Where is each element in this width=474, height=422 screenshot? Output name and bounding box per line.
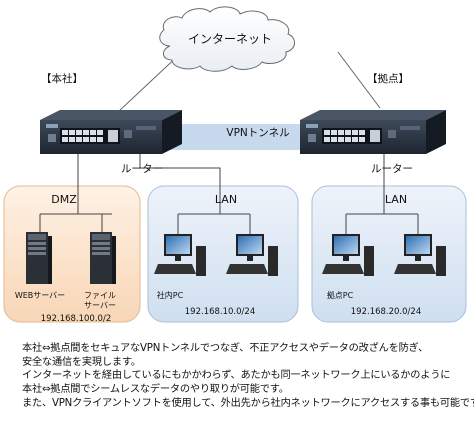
dmz-title: DMZ bbox=[51, 193, 77, 206]
description-caption: 本社⇔拠点間をセキュアなVPNトンネルでつなぎ、不正アクセスやデータの改ざんを防… bbox=[22, 342, 474, 411]
caption-line-5: また、VPNクライアントソフトを使用して、外出先から社内ネットワークにアクセスす… bbox=[22, 397, 474, 409]
hq-router bbox=[40, 110, 182, 154]
hq-pc-1 bbox=[154, 234, 206, 276]
network-diagram: インターネット 【本社】 【拠点】 VPNトンネル ルーター ルーター DMZ … bbox=[3, 6, 467, 324]
internet-label: インターネット bbox=[188, 32, 272, 46]
lan-hq-title: LAN bbox=[215, 193, 237, 206]
hq-pc-label: 社内PC bbox=[157, 290, 184, 300]
dmz-zone bbox=[3, 185, 141, 323]
branch-router bbox=[300, 110, 446, 154]
branch-pc-2 bbox=[394, 234, 446, 276]
caption-line-2: 安全な通信を実現します。 bbox=[22, 356, 141, 368]
branch-router-label: ルーター bbox=[371, 163, 413, 175]
web-server-label: WEBサーバー bbox=[15, 291, 65, 300]
caption-line-1: 本社⇔拠点間をセキュアなVPNトンネルでつなぎ、不正アクセスやデータの改ざんを防… bbox=[22, 343, 429, 354]
lan-hq-zone bbox=[147, 185, 299, 323]
hq-site-label: 【本社】 bbox=[41, 72, 83, 85]
hq-router-label: ルーター bbox=[121, 163, 163, 175]
file-server-label-1: ファイル bbox=[84, 291, 116, 300]
lan-hq-uplink bbox=[139, 154, 221, 214]
caption-line-3: インターネットを経由しているにもかかわらず、あたかも同一ネットワーク上にいるかの… bbox=[22, 370, 451, 382]
file-server-label-2: サーバー bbox=[84, 301, 116, 310]
vpn-tunnel-label: VPNトンネル bbox=[226, 127, 289, 139]
branch-pc-1 bbox=[322, 234, 374, 276]
dmz-subnet: 192.168.100.0/2 bbox=[41, 314, 111, 324]
branch-site-label: 【拠点】 bbox=[367, 72, 409, 85]
hq-internet-link bbox=[117, 51, 183, 113]
web-server bbox=[26, 232, 52, 284]
lan-branch-zone bbox=[311, 185, 467, 323]
lan-hq-subnet: 192.168.10.0/24 bbox=[185, 307, 255, 317]
hq-pc-2 bbox=[226, 234, 278, 276]
lan-branch-title: LAN bbox=[385, 193, 407, 206]
branch-internet-link bbox=[337, 51, 381, 109]
file-server bbox=[90, 232, 116, 284]
caption-line-4: 本社⇔拠点間でシームレスなデータのやり取りが可能です。 bbox=[22, 384, 289, 396]
lan-branch-subnet: 192.168.20.0/24 bbox=[351, 307, 421, 317]
branch-pc-label: 拠点PC bbox=[327, 290, 354, 300]
internet-cloud bbox=[159, 6, 295, 72]
